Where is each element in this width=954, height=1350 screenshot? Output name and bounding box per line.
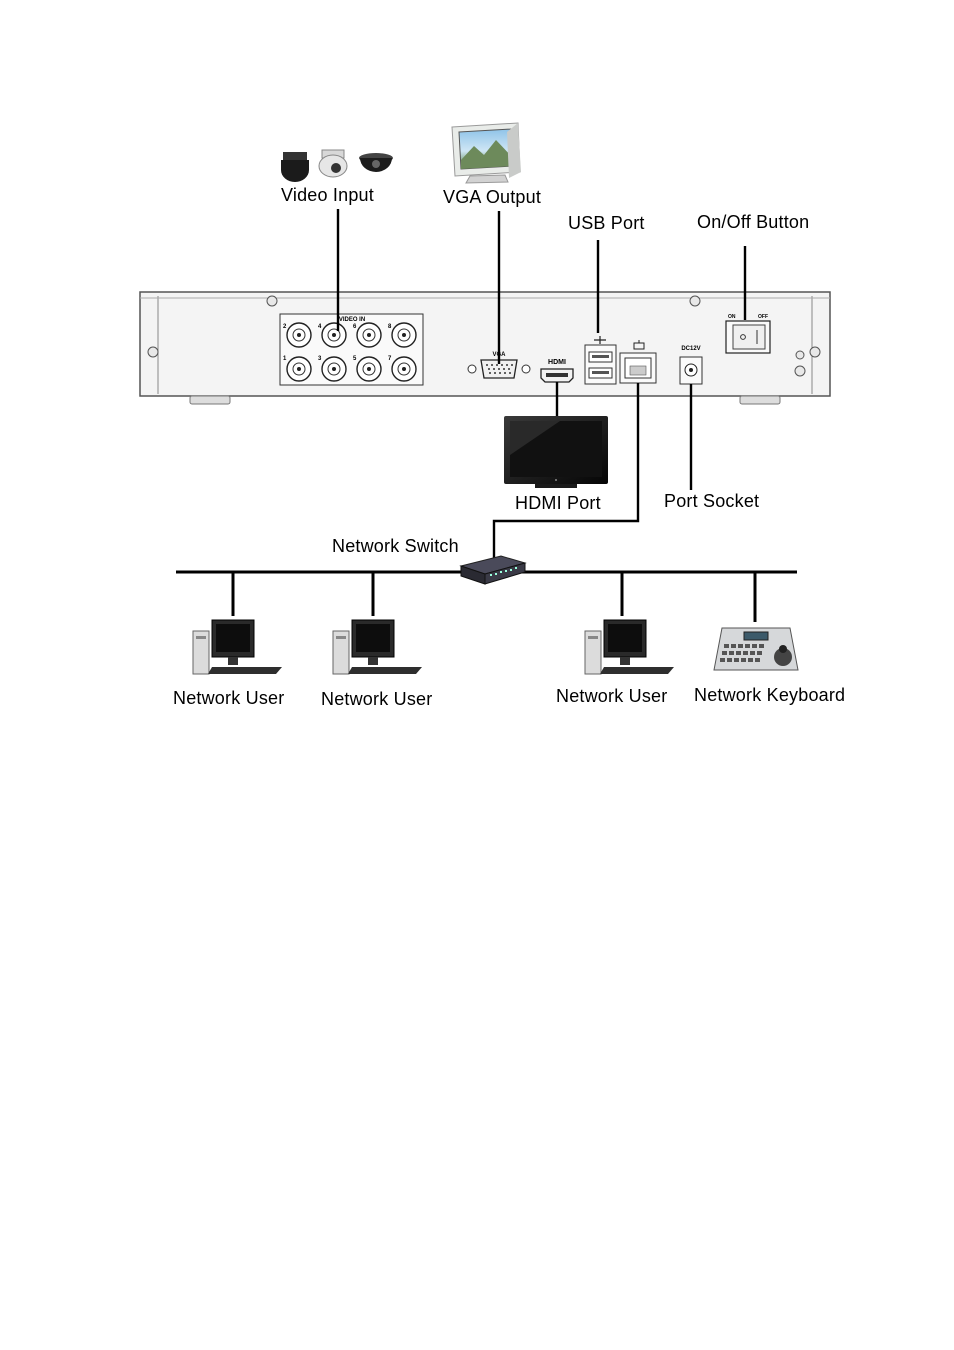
onoff-button-label: On/Off Button xyxy=(697,212,810,232)
bnc-number: 1 xyxy=(283,356,287,362)
bnc-number: 3 xyxy=(318,356,322,362)
connector-lines xyxy=(336,209,747,560)
video-in-text: VIDEO IN xyxy=(339,317,365,323)
hdmi-port: HDMI xyxy=(540,359,574,383)
network-user-label: Network User xyxy=(556,686,668,706)
power-switch: ON OFF xyxy=(725,314,771,354)
monitor-icon xyxy=(451,122,521,184)
keyboard-controller-icon xyxy=(713,627,799,671)
dvr-back-panel: VIDEO IN 2 4 6 xyxy=(139,291,831,405)
network-user-label: Network User xyxy=(321,689,433,709)
video-input-label: Video Input xyxy=(281,185,374,205)
bnc-number: 4 xyxy=(318,324,322,330)
bnc-video-inputs: VIDEO IN 2 4 6 xyxy=(279,313,424,386)
switch-icon xyxy=(459,555,527,585)
computer-icon xyxy=(192,619,282,675)
usb-ports xyxy=(584,336,617,385)
power-socket: DC12V xyxy=(679,346,703,385)
bnc-number: 5 xyxy=(353,356,357,362)
bnc-number: 8 xyxy=(388,324,392,330)
bnc-number: 2 xyxy=(283,324,287,330)
bnc-number: 7 xyxy=(388,356,392,362)
hdmi-port-label: HDMI Port xyxy=(515,493,601,513)
network-user-label: Network User xyxy=(173,688,285,708)
computer-icon xyxy=(584,619,674,675)
tv-icon xyxy=(504,416,608,488)
camera-icon xyxy=(281,149,393,182)
bnc-number: 6 xyxy=(353,324,357,330)
dc12v-text: DC12V xyxy=(681,346,700,352)
computer-icon xyxy=(332,619,422,675)
network-keyboard-label: Network Keyboard xyxy=(694,685,846,705)
port-socket-label: Port Socket xyxy=(664,491,760,511)
lan-port xyxy=(619,340,657,384)
off-text: OFF xyxy=(758,314,768,320)
vga-output-label: VGA Output xyxy=(443,187,542,207)
hdmi-text: HDMI xyxy=(548,359,566,366)
on-text: ON xyxy=(728,314,736,320)
usb-port-label: USB Port xyxy=(568,213,645,233)
network-switch-label: Network Switch xyxy=(332,536,459,556)
